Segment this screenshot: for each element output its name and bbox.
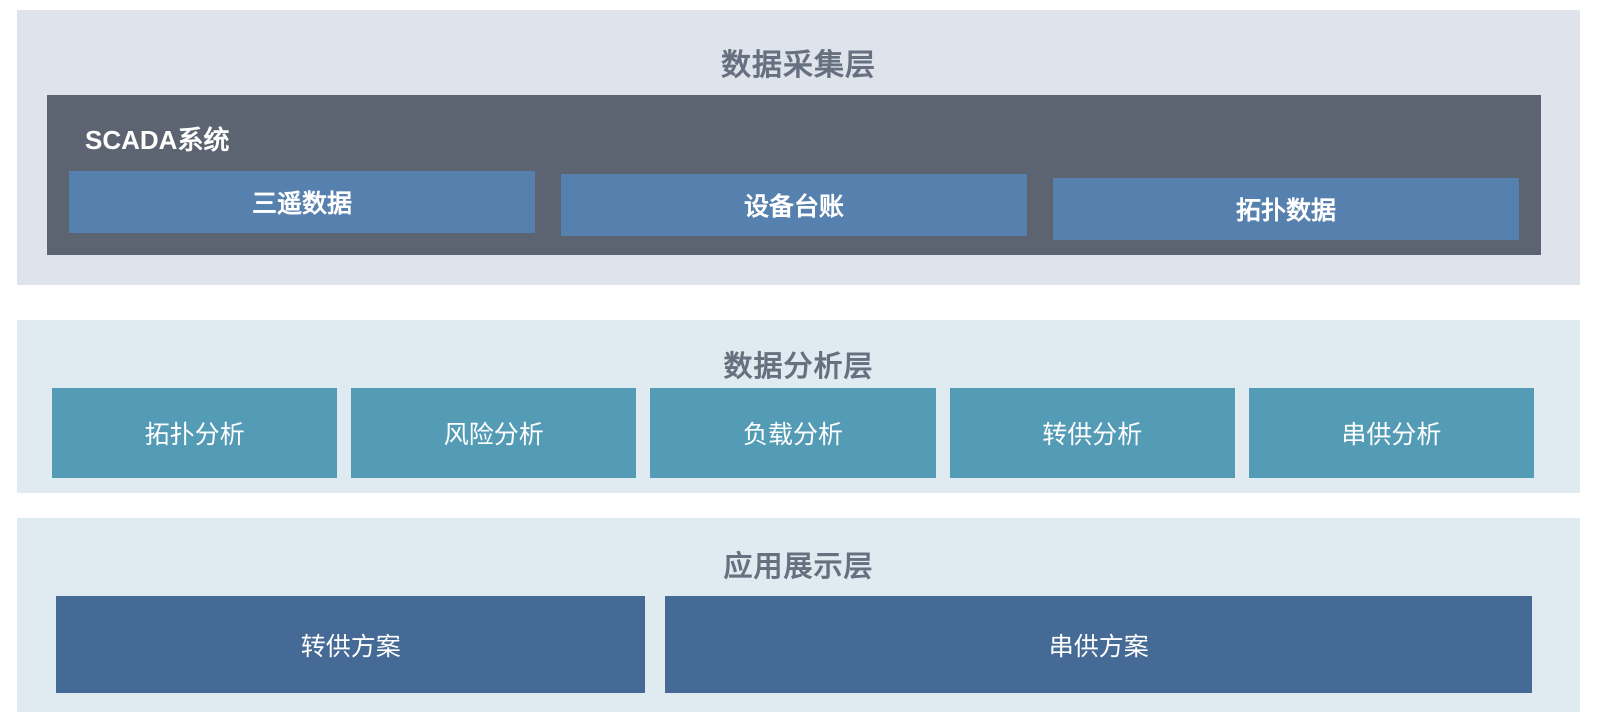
application-box-series-supply-plan[interactable]: 串供方案 bbox=[665, 596, 1532, 693]
layer-title-data-acquisition: 数据采集层 bbox=[721, 49, 876, 82]
acquisition-box-topology-data[interactable]: 拓扑数据 bbox=[1053, 178, 1519, 240]
scada-box-group: 三遥数据 设备台账 拓扑数据 bbox=[69, 171, 1519, 240]
layer-title-application-presentation: 应用展示层 bbox=[723, 551, 874, 583]
scada-system-label: SCADA系统 bbox=[85, 125, 230, 155]
analysis-box-group: 拓扑分析 风险分析 负载分析 转供分析 串供分析 bbox=[52, 388, 1535, 478]
acquisition-box-equipment-ledger[interactable]: 设备台账 bbox=[561, 174, 1027, 236]
acquisition-box-telemetry[interactable]: 三遥数据 bbox=[69, 171, 535, 233]
analysis-box-topology[interactable]: 拓扑分析 bbox=[52, 388, 338, 478]
layer-data-analysis: 数据分析层 拓扑分析 风险分析 负载分析 转供分析 串供分析 bbox=[17, 320, 1580, 493]
application-box-group: 转供方案 串供方案 bbox=[56, 596, 1532, 693]
analysis-box-load[interactable]: 负载分析 bbox=[650, 388, 936, 478]
scada-system-panel: SCADA系统 三遥数据 设备台账 拓扑数据 bbox=[47, 95, 1541, 255]
layer-data-acquisition: 数据采集层 SCADA系统 三遥数据 设备台账 拓扑数据 bbox=[17, 10, 1580, 285]
analysis-box-risk[interactable]: 风险分析 bbox=[351, 388, 637, 478]
layer-title-data-analysis: 数据分析层 bbox=[723, 351, 874, 383]
analysis-box-series-supply[interactable]: 串供分析 bbox=[1248, 388, 1535, 478]
analysis-box-transfer-supply[interactable]: 转供分析 bbox=[949, 388, 1235, 478]
layer-application-presentation: 应用展示层 转供方案 串供方案 bbox=[17, 518, 1580, 712]
application-box-transfer-supply-plan[interactable]: 转供方案 bbox=[56, 596, 646, 693]
